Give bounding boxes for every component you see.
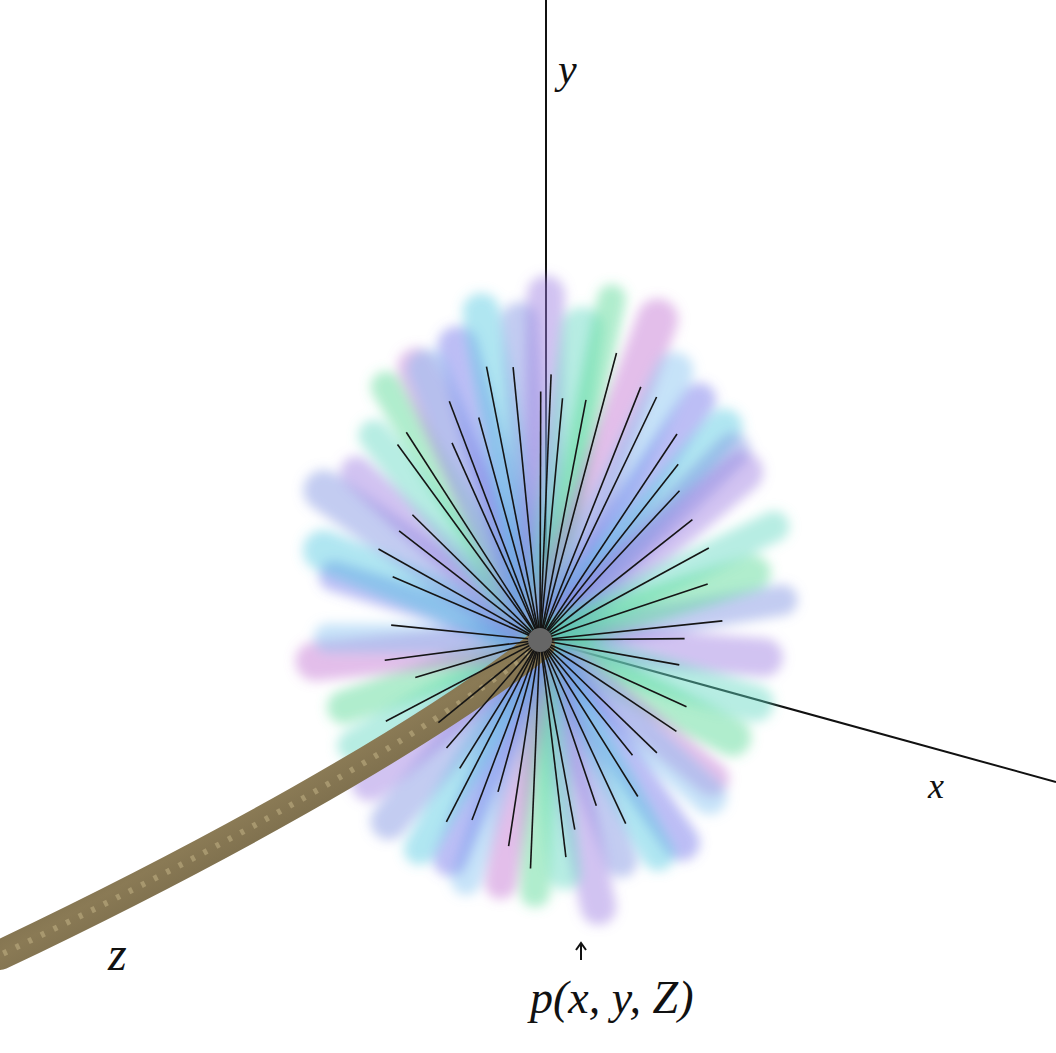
field-line [398, 445, 541, 641]
field-line [449, 401, 540, 640]
field-line [540, 640, 687, 707]
color-burst [315, 294, 782, 907]
field-line [386, 640, 540, 721]
point-label: p(x, y, Z) [530, 975, 694, 1021]
field-line [513, 367, 540, 640]
field-line [452, 443, 540, 640]
field-line [540, 434, 677, 640]
field-line [379, 549, 541, 640]
field-line [447, 640, 541, 748]
field-line [540, 640, 575, 830]
field-line [540, 640, 626, 824]
field-line [540, 640, 596, 806]
field-line [540, 464, 678, 640]
field-line [487, 367, 541, 640]
field-line [540, 387, 641, 640]
origin-point [528, 628, 552, 652]
axis-label: y [558, 48, 577, 90]
field-line [540, 397, 657, 640]
field-lines [379, 353, 723, 869]
rod-texture [0, 645, 540, 955]
pointer-arrow [576, 943, 586, 960]
field-line [540, 520, 692, 640]
field-line [498, 640, 540, 792]
field-line [540, 548, 709, 640]
field-line [412, 515, 540, 640]
field-line [540, 398, 563, 640]
field-line [540, 584, 708, 640]
field-line [540, 374, 551, 640]
color-band [540, 526, 774, 640]
field-line [479, 418, 540, 641]
z-axis-rod [0, 645, 540, 955]
field-line [415, 640, 540, 678]
field-line [540, 640, 566, 857]
field-line [540, 353, 617, 640]
axis-label: x [928, 768, 944, 804]
field-line [385, 640, 540, 660]
axis-label: z [108, 930, 127, 978]
field-line [446, 640, 540, 822]
field-line [460, 640, 540, 768]
field-line [438, 640, 540, 723]
field-line [540, 639, 685, 640]
field-line [540, 491, 680, 640]
